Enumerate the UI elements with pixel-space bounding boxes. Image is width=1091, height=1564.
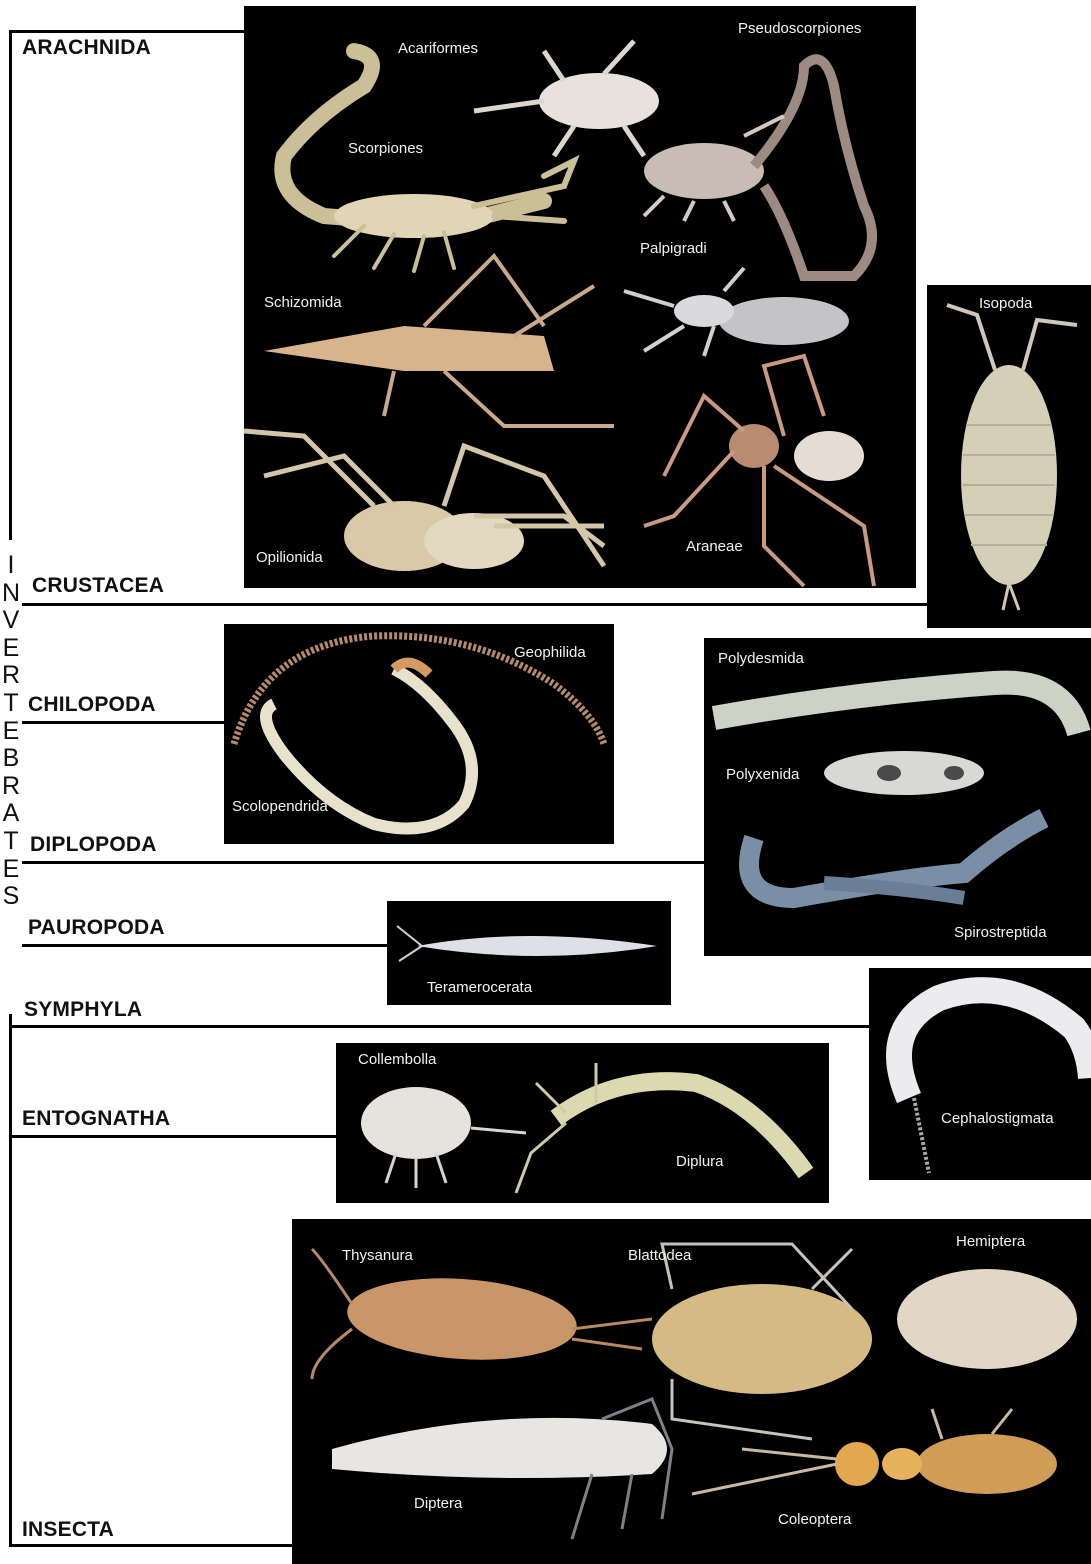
isopoda-specimen bbox=[927, 285, 1091, 628]
group-label-diplopoda: DIPLOPODA bbox=[30, 833, 157, 857]
taxon-label-collembola: Collembolla bbox=[358, 1051, 436, 1068]
taxon-label-spirostreptida: Spirostreptida bbox=[954, 924, 1047, 941]
panel-insecta: Thysanura Blattodea Hemiptera Diptera Co… bbox=[292, 1219, 1091, 1564]
acariformes-image bbox=[474, 41, 659, 156]
araneae-image bbox=[644, 356, 874, 586]
taxon-label-polyxenida: Polyxenida bbox=[726, 766, 799, 783]
taxon-label-teramerocerata: Teramerocerata bbox=[427, 979, 532, 996]
panel-pauropoda: Teramerocerata bbox=[387, 901, 671, 1005]
vertical-letter: R bbox=[1, 662, 21, 690]
taxon-label-cephalostigmata: Cephalostigmata bbox=[941, 1110, 1054, 1127]
vertical-letter: A bbox=[1, 800, 21, 828]
taxon-label-araneae: Araneae bbox=[686, 538, 743, 555]
branch-crustacea bbox=[22, 603, 928, 606]
symphyla-specimen bbox=[869, 968, 1091, 1180]
schizomida-image bbox=[264, 256, 614, 426]
vertical-letter: B bbox=[1, 745, 21, 773]
taxon-label-thysanura: Thysanura bbox=[342, 1247, 413, 1264]
branch-arachnida bbox=[9, 30, 245, 33]
tree-trunk-upper bbox=[9, 30, 12, 540]
palpigradi-image bbox=[624, 268, 849, 356]
group-label-entognatha: ENTOGNATHA bbox=[22, 1107, 170, 1131]
taxon-label-scolopendrida: Scolopendrida bbox=[232, 798, 328, 815]
vertical-letter: E bbox=[1, 635, 21, 663]
taxon-label-polydesmida: Polydesmida bbox=[718, 650, 804, 667]
taxon-label-schizomida: Schizomida bbox=[264, 294, 342, 311]
insecta-specimens bbox=[292, 1219, 1091, 1564]
vertical-letter: I bbox=[1, 552, 21, 580]
scorpion-image bbox=[282, 51, 574, 271]
arachnida-specimens bbox=[244, 6, 916, 588]
taxon-label-diptera: Diptera bbox=[414, 1495, 462, 1512]
group-label-symphyla: SYMPHYLA bbox=[24, 998, 142, 1022]
panel-isopoda: Isopoda bbox=[927, 285, 1091, 628]
taxon-label-blattodea: Blattodea bbox=[628, 1247, 691, 1264]
vertical-letter: E bbox=[1, 718, 21, 746]
taxon-label-coleoptera: Coleoptera bbox=[778, 1511, 851, 1528]
taxon-label-diplura: Diplura bbox=[676, 1153, 724, 1170]
vertical-letter: T bbox=[1, 828, 21, 856]
panel-arachnida: Acariformes Pseudoscorpiones Scorpiones … bbox=[244, 6, 916, 588]
diplopoda-specimens bbox=[704, 638, 1091, 956]
taxon-label-acariformes: Acariformes bbox=[398, 40, 478, 57]
vertical-letter: E bbox=[1, 856, 21, 884]
taxon-label-isopoda: Isopoda bbox=[979, 295, 1032, 312]
vertical-letter: N bbox=[1, 580, 21, 608]
branch-pauropoda bbox=[22, 944, 388, 947]
panel-symphyla: Cephalostigmata bbox=[869, 968, 1091, 1180]
panel-entognatha: Collembolla Diplura bbox=[336, 1043, 829, 1203]
tree-trunk-lower bbox=[9, 1014, 12, 1547]
vertical-letter: S bbox=[1, 883, 21, 911]
taxon-label-scorpiones: Scorpiones bbox=[348, 140, 423, 157]
taxon-label-geophilida: Geophilida bbox=[514, 644, 586, 661]
panel-diplopoda: Polydesmida Polyxenida Spirostreptida bbox=[704, 638, 1091, 956]
group-label-pauropoda: PAUROPODA bbox=[28, 916, 165, 940]
taxon-label-opilionida: Opilionida bbox=[256, 549, 323, 566]
branch-chilopoda bbox=[22, 721, 225, 724]
taxon-label-pseudoscorpiones: Pseudoscorpiones bbox=[738, 20, 861, 37]
group-label-crustacea: CRUSTACEA bbox=[32, 574, 164, 598]
taxon-label-hemiptera: Hemiptera bbox=[956, 1233, 1025, 1250]
taxon-label-palpigradi: Palpigradi bbox=[640, 240, 707, 257]
vertical-letter: R bbox=[1, 773, 21, 801]
branch-diplopoda bbox=[22, 861, 705, 864]
group-label-insecta: INSECTA bbox=[22, 1518, 114, 1542]
branch-insecta bbox=[9, 1544, 294, 1547]
vertical-letter: T bbox=[1, 690, 21, 718]
vertical-letter: V bbox=[1, 607, 21, 635]
group-label-chilopoda: CHILOPODA bbox=[28, 693, 156, 717]
invertebrates-vertical-label: INVERTEBRATES bbox=[1, 552, 21, 911]
branch-entognatha bbox=[9, 1135, 337, 1138]
panel-chilopoda: Geophilida Scolopendrida bbox=[224, 624, 614, 844]
group-label-arachnida: ARACHNIDA bbox=[22, 36, 151, 60]
branch-symphyla bbox=[9, 1025, 871, 1028]
